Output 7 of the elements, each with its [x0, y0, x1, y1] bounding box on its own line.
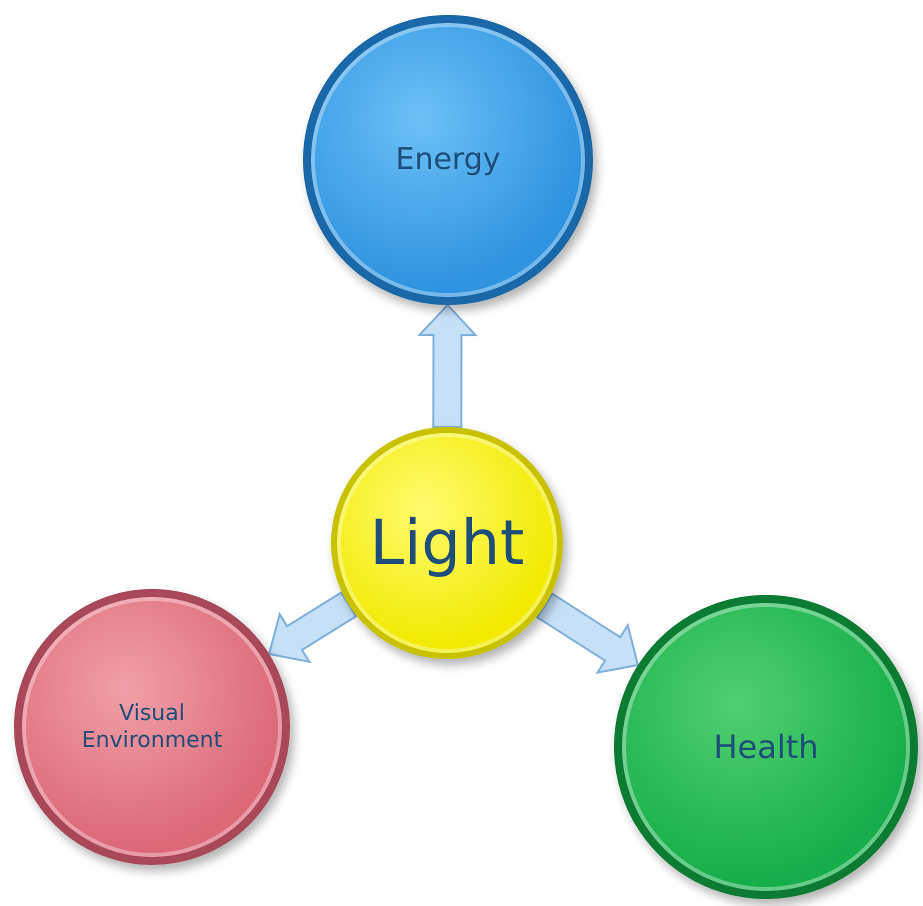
- node-label: Energy: [395, 141, 501, 179]
- node-label: Visual Environment: [80, 700, 224, 754]
- node-label: Health: [713, 727, 819, 767]
- node-label: Light: [370, 505, 524, 582]
- block-arrow: [536, 592, 640, 674]
- block-arrow: [268, 591, 358, 664]
- block-arrow: [417, 304, 478, 428]
